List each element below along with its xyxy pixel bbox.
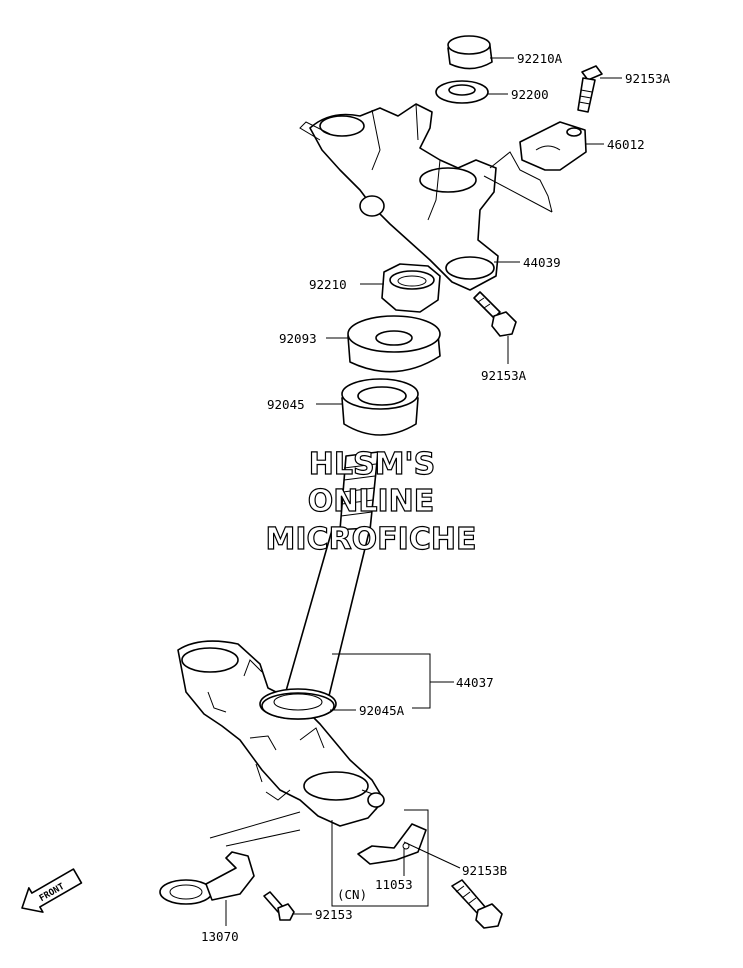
- lower-bracket: [177, 640, 385, 827]
- handlebar-holder: [519, 121, 587, 171]
- bolt-middle: [473, 291, 517, 337]
- label-92045A: 92045A: [359, 703, 405, 718]
- label-13070: 13070: [201, 929, 239, 944]
- bolt-small: [263, 891, 295, 921]
- bolt-bottom-right: [451, 879, 503, 929]
- watermark-line-3: MICROFICHE: [266, 522, 477, 557]
- label-92153: 92153: [315, 907, 353, 922]
- label-44037: 44037: [456, 675, 494, 690]
- lower-bearing: [261, 692, 335, 720]
- label-cn-note: (CN): [337, 887, 367, 902]
- upper-bearing: [341, 378, 419, 436]
- watermark-line-2: ONLINE: [308, 484, 435, 519]
- label-92153A-mid: 92153A: [481, 368, 527, 383]
- leader-lines: [209, 57, 622, 926]
- label-11053: 11053: [375, 877, 413, 892]
- stem-nut: [381, 263, 441, 313]
- label-92045: 92045: [267, 397, 305, 412]
- hose-clamp-bracket: [357, 823, 427, 865]
- label-92093: 92093: [279, 331, 317, 346]
- label-92210: 92210: [309, 277, 347, 292]
- label-92200: 92200: [511, 87, 549, 102]
- part-labels: 92210A 92153A 92200 46012 44039 92210 92…: [201, 51, 671, 944]
- upper-bracket: [299, 103, 553, 291]
- dust-seal: [347, 315, 441, 373]
- label-92210A: 92210A: [517, 51, 563, 66]
- label-44039: 44039: [523, 255, 561, 270]
- label-92153A-top: 92153A: [625, 71, 671, 86]
- label-92153B: 92153B: [462, 863, 507, 878]
- steering-stem-shaft: [283, 451, 379, 701]
- watermark-line-1: HLSM'S: [309, 447, 435, 482]
- bolt-top-right: [577, 65, 603, 113]
- watermark: HLSM'S ONLINE MICROFICHE: [265, 446, 477, 557]
- brake-hose-guide: [159, 851, 255, 905]
- stem-cap: [447, 35, 493, 70]
- label-46012: 46012: [607, 137, 645, 152]
- washer: [435, 80, 489, 104]
- front-arrow: FRONT: [21, 868, 83, 913]
